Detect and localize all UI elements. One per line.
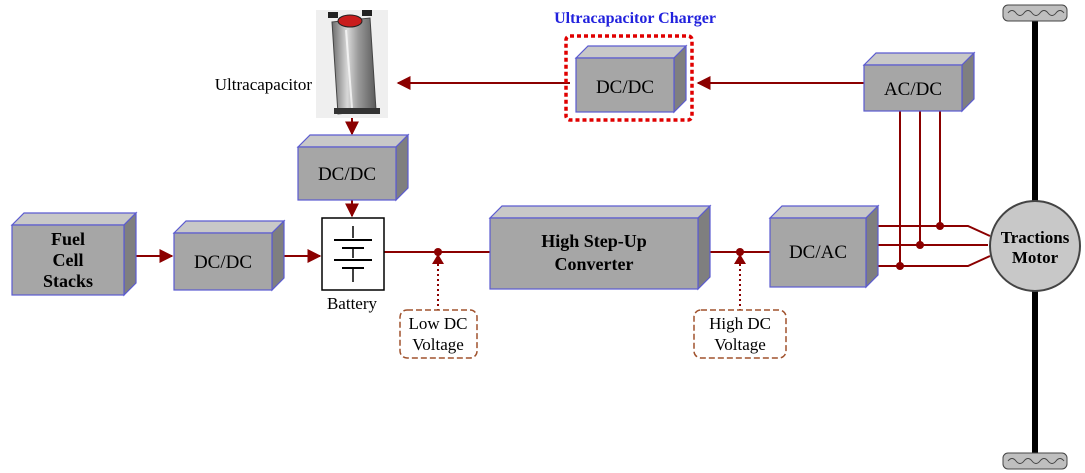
low-dc-node — [434, 248, 442, 256]
fuel-cell-block: Fuel Cell Stacks — [10, 211, 138, 297]
bottom-wheel — [1002, 452, 1068, 470]
wiring — [136, 76, 991, 311]
dcac-label: DC/AC — [789, 242, 847, 263]
dcdc-ultracap-label: DC/DC — [318, 164, 376, 185]
ultracapacitor-image — [316, 10, 388, 118]
bottom-wheel-tread — [1007, 458, 1065, 464]
dcdc-fuel-block: DC/DC — [172, 219, 286, 292]
ultracapacitor-label: Ultracapacitor — [215, 75, 313, 94]
dcdc-fuel-label: DC/DC — [194, 252, 252, 273]
high-dc-probe-arrowhead — [734, 254, 746, 264]
converter-label-2: Converter — [555, 254, 634, 274]
low-dc-probe-arrowhead — [432, 254, 444, 264]
high-dc-label-2: Voltage — [714, 335, 766, 354]
charger-highlight-border — [564, 34, 694, 122]
motor-label-2: Motor — [1012, 248, 1059, 267]
phase-c-node — [896, 262, 904, 270]
fuel-cell-label-1: Fuel — [51, 229, 85, 249]
dcdc-charger-block: DC/DC — [574, 44, 688, 114]
low-dc-label-1: Low DC — [408, 314, 467, 333]
fuel-cell-label-2: Cell — [53, 250, 84, 270]
motor-block: Tractions Motor — [989, 200, 1081, 292]
phase-a-line — [876, 225, 991, 237]
ultracap-body — [331, 17, 377, 115]
dcdc-charger-label: DC/DC — [596, 77, 654, 98]
phase-b-node — [916, 241, 924, 249]
battery-label: Battery — [327, 294, 378, 313]
phase-a-node — [936, 222, 944, 230]
low-dc-voltage-label: Low DC Voltage — [399, 309, 478, 359]
fuel-cell-label-3: Stacks — [43, 271, 93, 291]
phase-c-line — [876, 255, 991, 267]
motor-label-1: Tractions — [1001, 228, 1070, 247]
charger-title: Ultracapacitor Charger — [554, 10, 716, 27]
battery-block — [321, 217, 385, 291]
low-dc-label-2: Voltage — [412, 335, 464, 354]
top-wheel — [1002, 4, 1068, 22]
acdc-label: AC/DC — [884, 79, 942, 100]
dcac-block: DC/AC — [768, 204, 880, 289]
dcdc-ultracap-block: DC/DC — [296, 133, 410, 202]
ultracap-terminal — [337, 14, 363, 28]
high-dc-voltage-label: High DC Voltage — [693, 309, 787, 359]
converter-label-1: High Step-Up — [541, 231, 647, 251]
motor-circle — [989, 200, 1081, 292]
acdc-block: AC/DC — [862, 51, 976, 113]
top-wheel-tread — [1007, 10, 1065, 16]
converter-block: High Step-Up Converter — [488, 204, 712, 291]
high-dc-node — [736, 248, 744, 256]
high-dc-label-1: High DC — [709, 314, 771, 333]
